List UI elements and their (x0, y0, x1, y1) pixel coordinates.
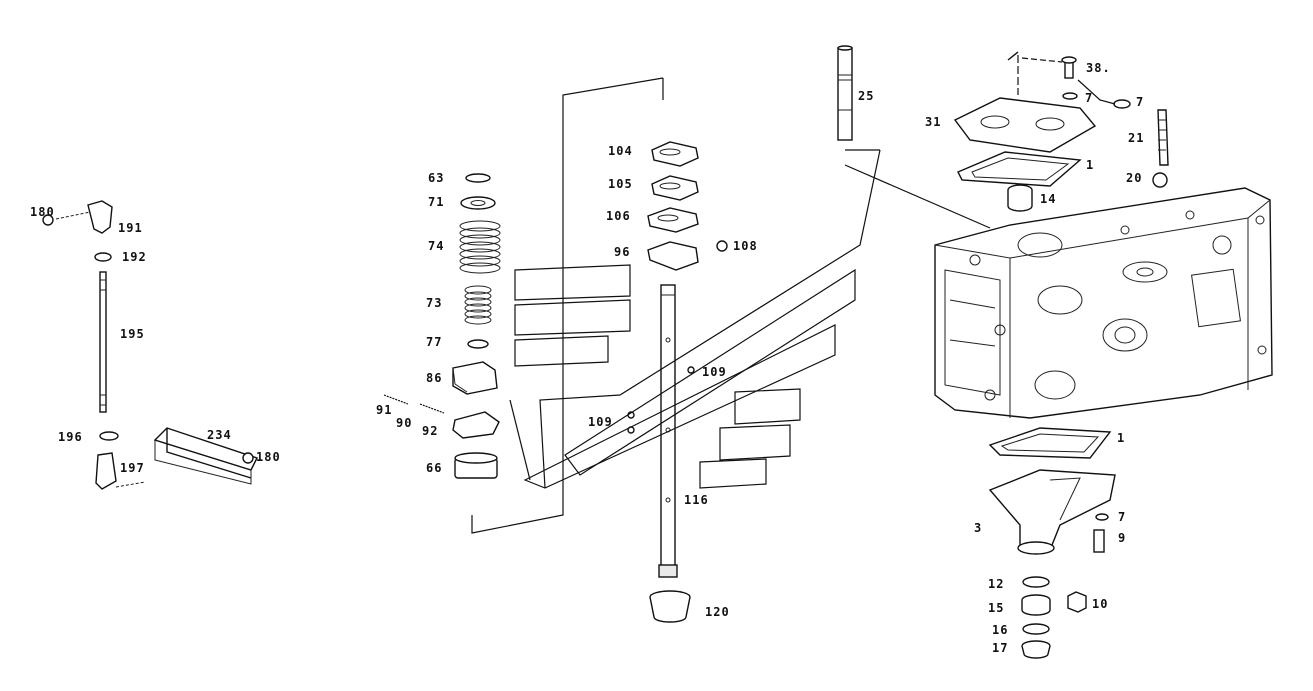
bell-housing-3 (988, 469, 1116, 546)
callout-92: 92 (422, 424, 439, 438)
bolt-9 (1093, 529, 1105, 553)
plate-105 (651, 175, 699, 201)
ball-joint-191 (87, 200, 113, 234)
callout-197: 197 (120, 461, 145, 475)
bearing-15 (1021, 594, 1051, 616)
callout-196: 196 (58, 430, 83, 444)
washer-192 (94, 252, 112, 262)
callout-15: 15 (988, 601, 1005, 615)
spring-74 (459, 220, 501, 274)
callout-105: 105 (608, 177, 633, 191)
callout-14: 14 (1040, 192, 1057, 206)
washer-196 (99, 431, 119, 441)
callout-16: 16 (992, 623, 1009, 637)
callout-109-left: 109 (588, 415, 613, 429)
callout-180-top: 180 (30, 205, 55, 219)
callout-77: 77 (426, 335, 443, 349)
cover-31 (953, 97, 1097, 153)
callout-31: 31 (925, 115, 942, 129)
callout-12: 12 (988, 577, 1005, 591)
callout-21: 21 (1128, 131, 1145, 145)
linkage-group (42, 200, 258, 490)
callout-90: 90 (396, 416, 413, 430)
callout-71: 71 (428, 195, 445, 209)
ring-12 (1022, 576, 1050, 588)
callout-109-right: 109 (702, 365, 727, 379)
callout-96: 96 (614, 245, 631, 259)
callout-7-right: 7 (1136, 95, 1145, 109)
washer-7-a (1062, 92, 1078, 100)
callout-73: 73 (426, 296, 443, 310)
callout-106: 106 (606, 209, 631, 223)
callout-86: 86 (426, 371, 443, 385)
seal-17 (1021, 640, 1051, 659)
callout-10: 10 (1092, 597, 1109, 611)
callout-7-lower: 7 (1118, 510, 1127, 524)
callout-1-top: 1 (1086, 158, 1095, 172)
cup-120 (649, 590, 691, 623)
nut-180-bottom (242, 452, 254, 464)
nut-10 (1067, 591, 1087, 613)
shift-gate-outline (509, 149, 881, 489)
plug-20 (1152, 172, 1168, 188)
washer-7-b (1113, 99, 1131, 109)
callout-195: 195 (120, 327, 145, 341)
plate-96 (647, 241, 699, 271)
plate-106 (647, 207, 699, 233)
stud-21 (1157, 109, 1169, 166)
shaft-end (658, 564, 678, 578)
callout-91: 91 (376, 403, 393, 417)
callout-191: 191 (118, 221, 143, 235)
callout-120: 120 (705, 605, 730, 619)
pin-109-a (687, 366, 695, 374)
callout-74: 74 (428, 239, 445, 253)
ball-108 (716, 240, 728, 252)
callout-104: 104 (608, 144, 633, 158)
group-bracket (471, 77, 664, 534)
callout-66: 66 (426, 461, 443, 475)
pins-91-90 (383, 394, 445, 414)
callout-9: 9 (1118, 531, 1127, 545)
callout-180-bottom: 180 (256, 450, 281, 464)
spring-stack-group (383, 173, 501, 479)
spring-73 (464, 285, 492, 325)
callout-20: 20 (1126, 171, 1143, 185)
callout-7-top: 7 (1085, 91, 1094, 105)
callout-17: 17 (992, 641, 1009, 655)
callout-234: 234 (207, 428, 232, 442)
shaft-group (627, 45, 853, 623)
ring-16 (1022, 623, 1050, 635)
plate-104 (651, 141, 699, 167)
callout-38: 38. (1086, 61, 1111, 75)
callout-1-bottom: 1 (1117, 431, 1126, 445)
rod-195 (99, 271, 107, 413)
callout-192: 192 (122, 250, 147, 264)
nut-180-top (42, 214, 54, 226)
bush-14 (1007, 184, 1033, 212)
callout-3: 3 (974, 521, 983, 535)
ball-joint-197 (95, 452, 117, 490)
shaft-25 (837, 47, 853, 141)
washer-7-c (1095, 513, 1109, 521)
bracket-234 (153, 427, 258, 479)
callout-25: 25 (858, 89, 875, 103)
callout-116: 116 (684, 493, 709, 507)
housing-group (844, 51, 1273, 659)
callout-108: 108 (733, 239, 758, 253)
fork-92 (452, 411, 500, 439)
gearbox-housing (934, 187, 1273, 419)
callout-63: 63 (428, 171, 445, 185)
fork-86 (452, 361, 498, 395)
